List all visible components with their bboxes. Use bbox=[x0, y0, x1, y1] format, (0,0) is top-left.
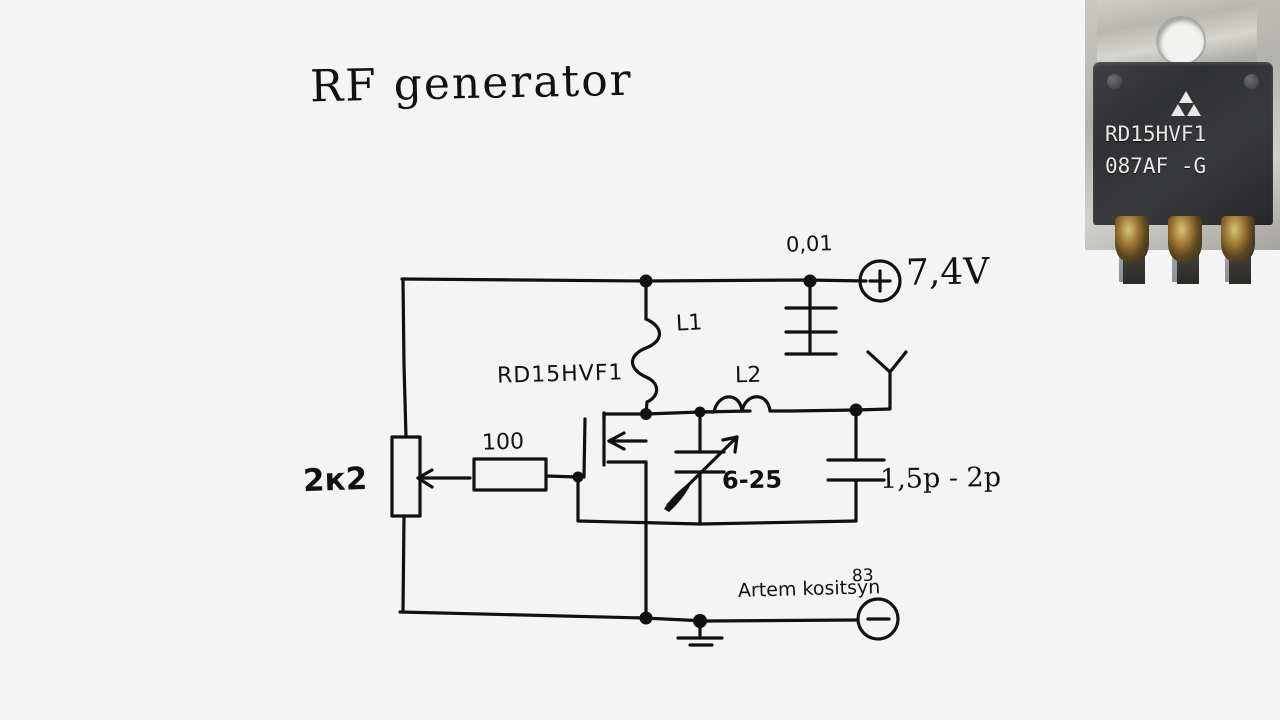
photo-screw-right bbox=[1244, 74, 1259, 89]
photo-solder-2 bbox=[1168, 216, 1202, 262]
terminal-plus-sign bbox=[868, 269, 892, 293]
label-trimmer-cap: 6-25 bbox=[721, 465, 783, 495]
wire-antenna-lead bbox=[854, 370, 892, 412]
mosfet-body-arrow bbox=[607, 431, 626, 451]
potentiometer-body bbox=[390, 435, 422, 518]
photo-solder-3 bbox=[1221, 216, 1255, 262]
photo-solder-1 bbox=[1115, 216, 1149, 262]
photo-package-body: RD15HVF1 087AF -G bbox=[1093, 62, 1273, 225]
label-output-cap: 1,5p - 2p bbox=[879, 461, 1002, 496]
label-inductor-l2: L2 bbox=[734, 362, 762, 389]
resistor-100-body bbox=[472, 457, 548, 492]
label-supply-voltage: 7,4V bbox=[905, 251, 990, 294]
label-potentiometer: 2к2 bbox=[302, 460, 368, 500]
mosfet-gate-lead bbox=[582, 417, 587, 479]
terminal-minus-circle bbox=[856, 597, 900, 641]
label-inductor-l1: L1 bbox=[675, 310, 703, 337]
label-transistor: RD15HVF1 bbox=[496, 360, 624, 389]
wire-top-rail bbox=[400, 277, 868, 283]
wire-left-lower bbox=[401, 514, 406, 614]
junction-supply-l1 bbox=[639, 274, 653, 288]
wire-source-loop bbox=[576, 475, 702, 526]
trimmer-adjust-arrow-head bbox=[721, 435, 739, 454]
wire-bottom-rail bbox=[398, 610, 858, 623]
trimmer-adjust-arrow-tail bbox=[664, 481, 692, 512]
transistor-photo: RD15HVF1 087AF -G bbox=[1085, 0, 1280, 300]
label-gate-resistor: 100 bbox=[481, 429, 525, 456]
inductor-l2-coil bbox=[712, 395, 792, 414]
label-supply-cap: 0,01 bbox=[785, 231, 834, 257]
photo-date-code: 087AF -G bbox=[1105, 154, 1207, 178]
antenna-symbol bbox=[866, 350, 908, 374]
wire-source-loop-right bbox=[698, 519, 858, 526]
wire-left-upper bbox=[401, 277, 408, 439]
mitsubishi-logo-icon bbox=[1171, 91, 1201, 116]
inductor-l1-coil bbox=[630, 317, 662, 416]
photo-screw-left bbox=[1107, 74, 1122, 89]
terminal-plus-circle bbox=[858, 259, 902, 303]
wire-l2-to-antenna-node bbox=[788, 408, 858, 413]
photo-pins bbox=[1115, 216, 1255, 292]
photo-part-number: RD15HVF1 bbox=[1105, 122, 1207, 146]
label-signature-suffix: 83 bbox=[851, 565, 874, 587]
potentiometer-wiper-arrow bbox=[416, 468, 434, 489]
photo-mounting-hole bbox=[1158, 18, 1204, 64]
junction-bottom-source bbox=[639, 611, 653, 625]
